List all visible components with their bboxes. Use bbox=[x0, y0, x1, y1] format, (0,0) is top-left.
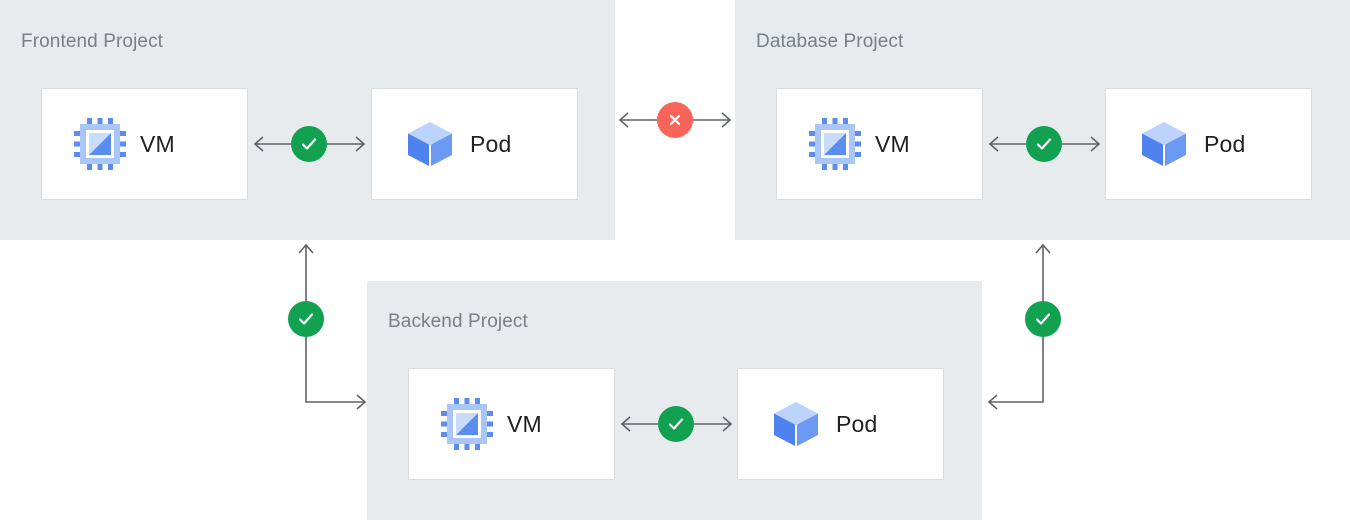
card-label-frontend-vm: VM bbox=[140, 130, 175, 157]
check-icon bbox=[298, 313, 314, 325]
check-icon bbox=[301, 138, 317, 150]
check-icon bbox=[668, 418, 684, 430]
vm-chip-icon bbox=[441, 398, 493, 450]
card-label-database-vm: VM bbox=[875, 130, 910, 157]
status-badge-database-to-backend[interactable] bbox=[1025, 301, 1061, 337]
card-backend-vm[interactable]: VM bbox=[408, 368, 615, 480]
card-backend-pod[interactable]: Pod bbox=[737, 368, 944, 480]
status-badge-frontend-internal[interactable] bbox=[291, 126, 327, 162]
card-label-backend-vm: VM bbox=[507, 410, 542, 437]
close-x-icon bbox=[669, 114, 681, 126]
status-badge-frontend-to-database[interactable] bbox=[657, 102, 693, 138]
card-database-vm[interactable]: VM bbox=[776, 88, 983, 200]
card-database-pod[interactable]: Pod bbox=[1105, 88, 1312, 200]
status-badge-frontend-to-backend[interactable] bbox=[288, 301, 324, 337]
panel-title-backend: Backend Project bbox=[388, 311, 528, 332]
status-badge-backend-internal[interactable] bbox=[658, 406, 694, 442]
card-frontend-vm[interactable]: VM bbox=[41, 88, 248, 200]
card-frontend-pod[interactable]: Pod bbox=[371, 88, 578, 200]
vm-chip-icon bbox=[74, 118, 126, 170]
panel-title-database: Database Project bbox=[756, 31, 904, 52]
status-badge-database-internal[interactable] bbox=[1026, 126, 1062, 162]
card-label-backend-pod: Pod bbox=[836, 410, 878, 437]
card-label-frontend-pod: Pod bbox=[470, 130, 512, 157]
vm-chip-icon bbox=[809, 118, 861, 170]
check-icon bbox=[1035, 313, 1051, 325]
pod-cube-icon bbox=[770, 398, 822, 450]
pod-cube-icon bbox=[1138, 118, 1190, 170]
pod-cube-icon bbox=[404, 118, 456, 170]
card-label-database-pod: Pod bbox=[1204, 130, 1246, 157]
panel-title-frontend: Frontend Project bbox=[21, 31, 164, 52]
check-icon bbox=[1036, 138, 1052, 150]
